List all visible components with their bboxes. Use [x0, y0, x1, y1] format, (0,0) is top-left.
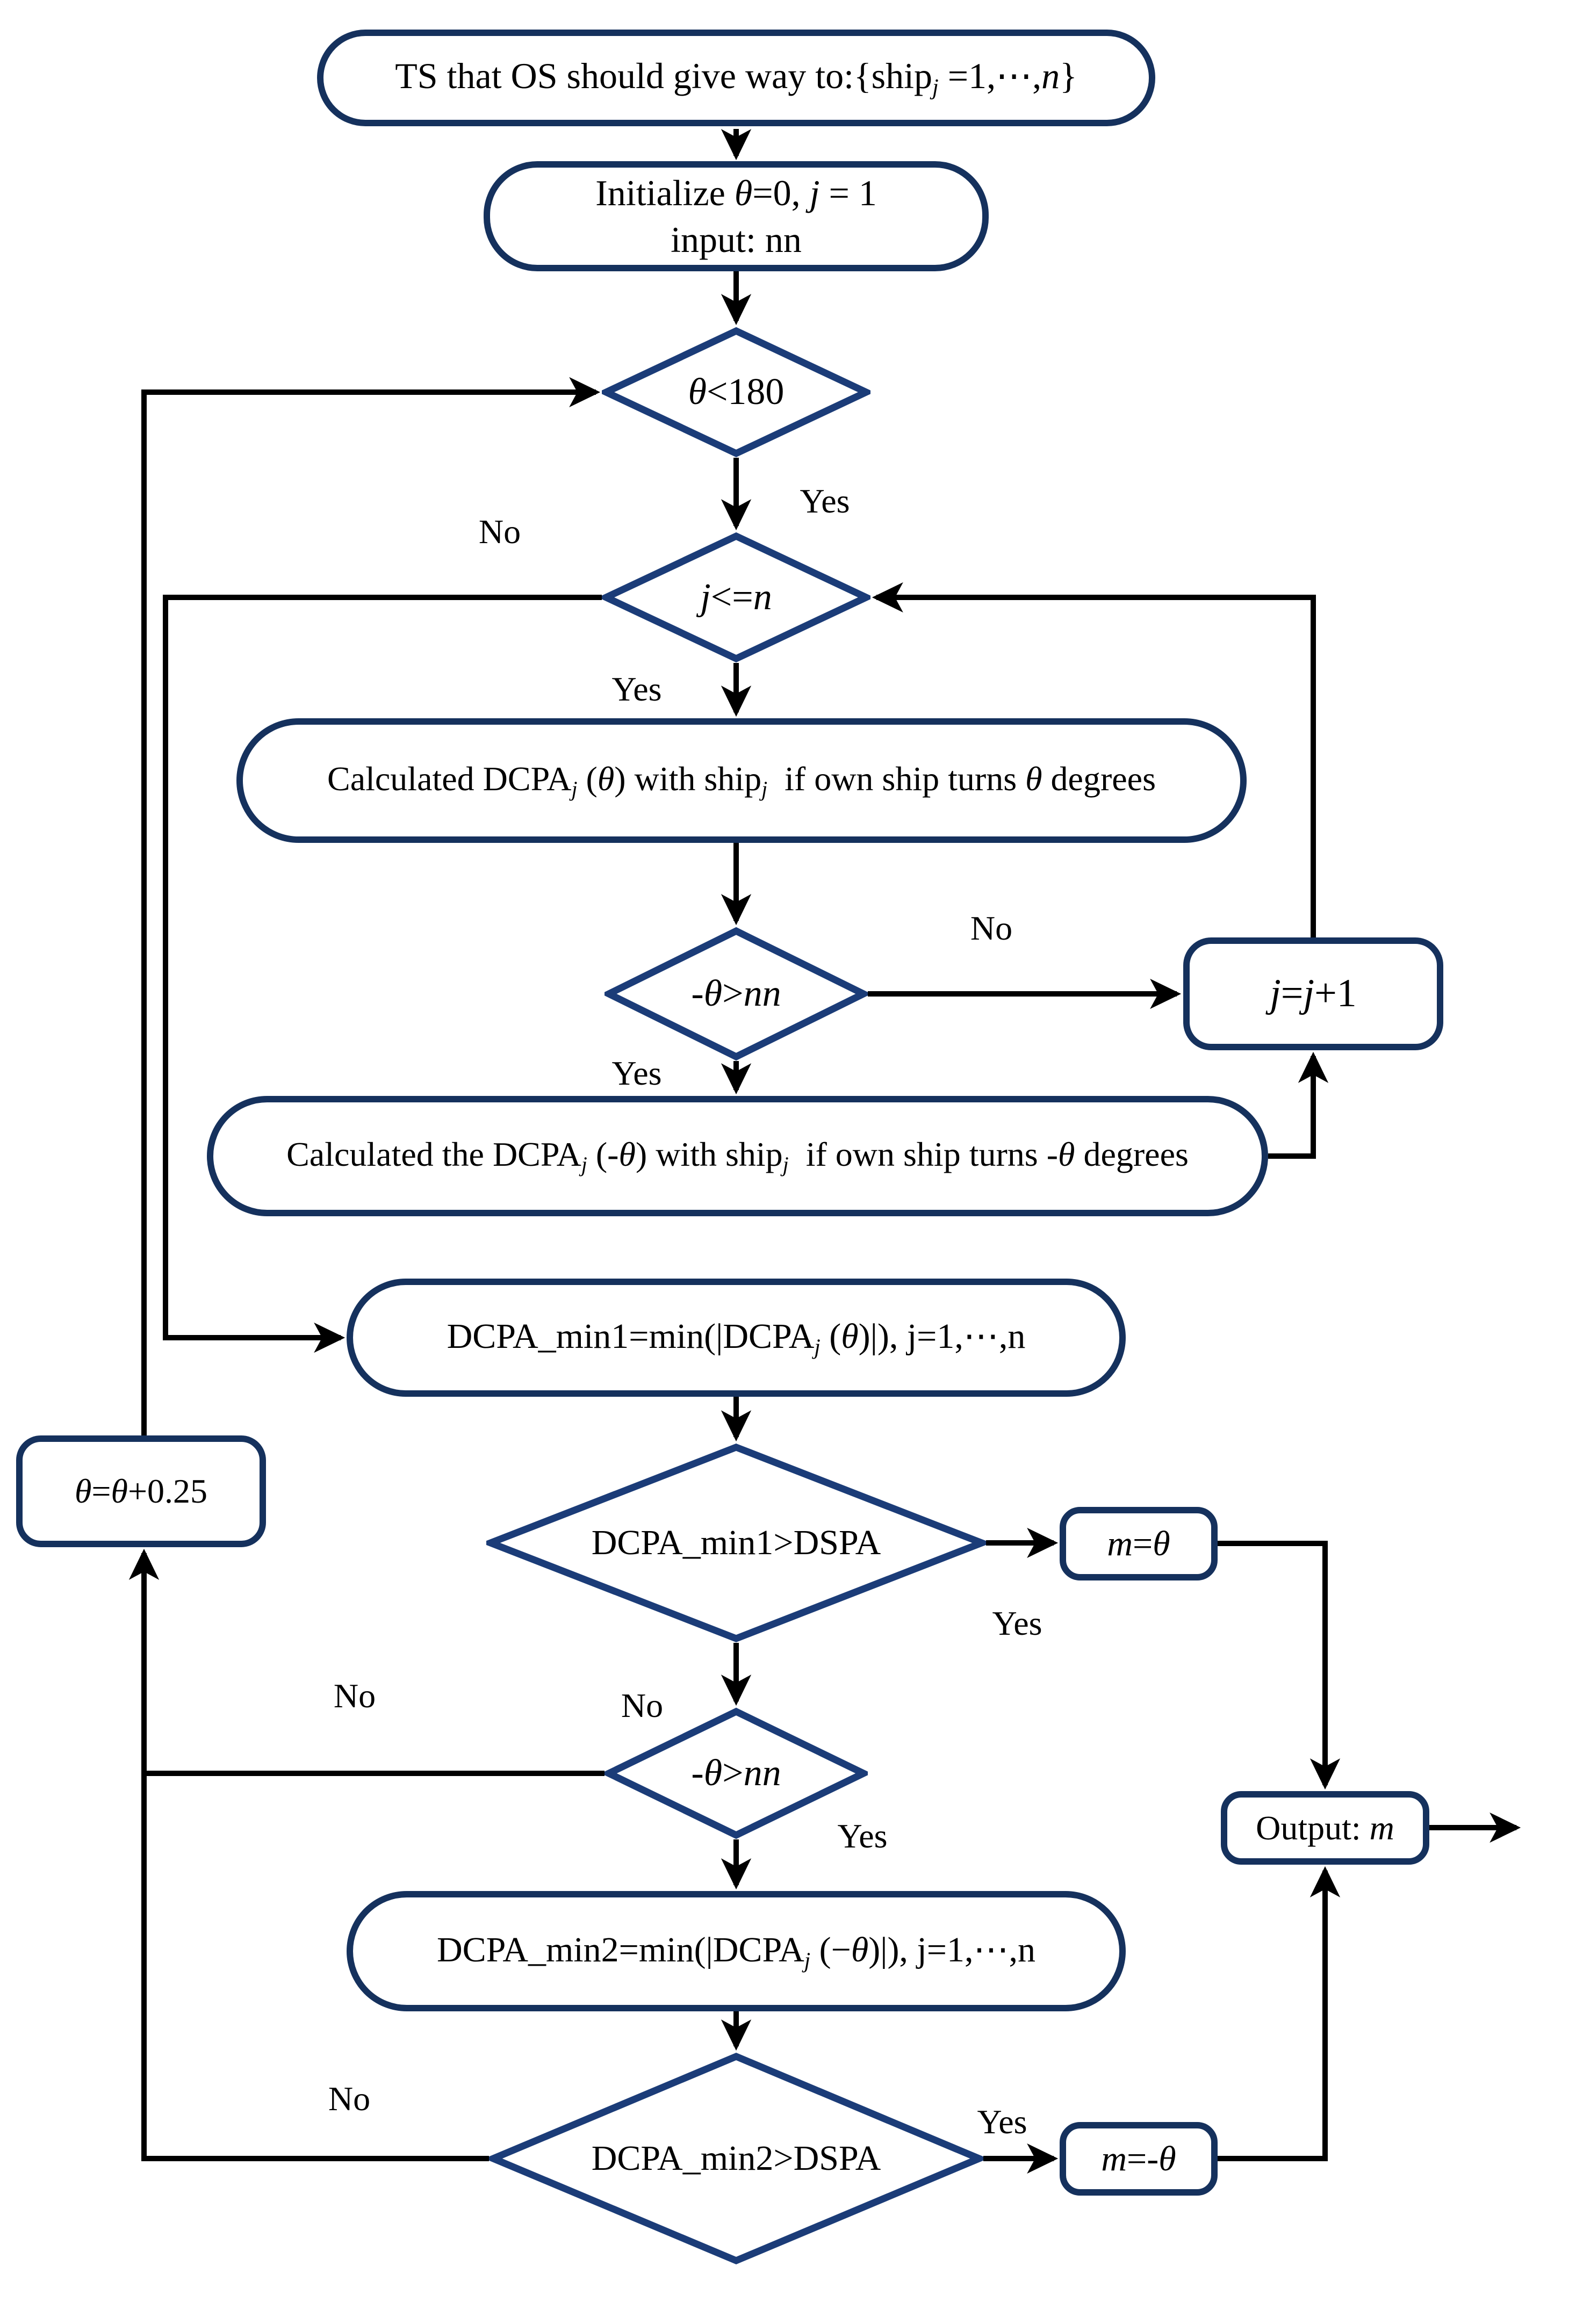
- decision-min1-gt-dspa-text: DCPA_min1>DSPA: [591, 1523, 881, 1563]
- decision-diamond-shape: [602, 327, 870, 458]
- node-calc-dcpa-negative: Calculated the DCPAj (-θ) with shipj if …: [207, 1096, 1268, 1216]
- decision-diamond-shape: [605, 927, 868, 1061]
- label-negtheta2-no: No: [333, 1677, 376, 1715]
- node-set-m-theta: m=θ: [1060, 1507, 1218, 1580]
- label-jlen-no: No: [478, 513, 521, 551]
- decision-negtheta-gt-nn-2: -θ>nn: [605, 1707, 868, 1839]
- node-set-m-neg-theta-text: m=-θ: [1101, 2139, 1176, 2178]
- label-jlen-yes: Yes: [611, 670, 662, 708]
- node-initialize-line1: Initialize θ=0, j = 1: [595, 172, 877, 214]
- edge-calc2-to-incj: [1268, 1051, 1329, 1159]
- node-initialize-line2: input: nn: [671, 219, 802, 260]
- node-initialize: Initialize θ=0, j = 1 input: nn: [484, 161, 989, 271]
- decision-diamond-shape: [489, 2052, 983, 2265]
- node-calc-dcpa-positive: Calculated DCPAj (θ) with shipj if own s…: [236, 718, 1247, 843]
- decision-diamond-shape: [602, 532, 870, 663]
- node-set-m-theta-text: m=θ: [1107, 1524, 1170, 1563]
- decision-theta-lt-180-text: θ<180: [688, 371, 785, 413]
- node-output-m-text: Output: m: [1256, 1808, 1394, 1847]
- decision-j-le-n-text: j<=n: [700, 576, 772, 618]
- edge-jlen-no-to-min1: [163, 595, 602, 1353]
- edge-inctheta-loop-to-theta180: [141, 377, 601, 1435]
- label-negtheta2-yes: Yes: [837, 1817, 888, 1855]
- label-min1dspa-yes: Yes: [992, 1604, 1042, 1642]
- node-increment-j: j=j+1: [1183, 937, 1443, 1050]
- decision-min2-gt-dspa: DCPA_min2>DSPA: [489, 2052, 983, 2265]
- label-min2dspa-yes: Yes: [977, 2103, 1027, 2141]
- decision-negtheta-gt-nn-2-text: -θ>nn: [691, 1752, 781, 1794]
- edge-mtheta-to-output: [1218, 1541, 1341, 1790]
- edge-mneg-to-output: [1218, 1866, 1341, 2161]
- label-min1dspa-no: No: [621, 1686, 664, 1724]
- node-set-m-neg-theta: m=-θ: [1060, 2122, 1218, 2196]
- label-negtheta1-yes: Yes: [611, 1054, 662, 1092]
- decision-j-le-n: j<=n: [602, 532, 870, 663]
- edge-incj-to-jlen: [872, 582, 1316, 937]
- node-dcpa-min2-text: DCPA_min2=min(|DCPAj (−θ)|), j=1,⋯,n: [437, 1930, 1035, 1973]
- decision-min2-gt-dspa-text: DCPA_min2>DSPA: [591, 2139, 881, 2178]
- node-calc-dcpa-positive-text: Calculated DCPAj (θ) with shipj if own s…: [327, 760, 1156, 802]
- node-increment-theta-text: θ=θ+0.25: [74, 1472, 208, 1511]
- decision-negtheta-gt-nn-1-text: -θ>nn: [691, 972, 781, 1014]
- decision-min1-gt-dspa: DCPA_min1>DSPA: [486, 1443, 986, 1643]
- decision-negtheta-gt-nn-1: -θ>nn: [605, 927, 868, 1061]
- node-start-terminator: TS that OS should give way to:{shipj =1,…: [317, 30, 1155, 126]
- edge-no-merge-to-inctheta: [128, 1548, 489, 2161]
- node-start-text: TS that OS should give way to:{shipj =1,…: [395, 55, 1077, 100]
- decision-theta-lt-180: θ<180: [602, 327, 870, 458]
- decision-diamond-shape: [486, 1444, 986, 1642]
- label-min2dspa-no: No: [328, 2080, 371, 2118]
- label-theta180-yes: Yes: [800, 482, 850, 520]
- node-dcpa-min1: DCPA_min1=min(|DCPAj (θ)|), j=1,⋯,n: [347, 1279, 1126, 1397]
- node-output-m: Output: m: [1221, 1791, 1429, 1865]
- node-calc-dcpa-negative-text: Calculated the DCPAj (-θ) with shipj if …: [286, 1135, 1189, 1177]
- node-dcpa-min2: DCPA_min2=min(|DCPAj (−θ)|), j=1,⋯,n: [347, 1891, 1126, 2011]
- node-dcpa-min1-text: DCPA_min1=min(|DCPAj (θ)|), j=1,⋯,n: [447, 1316, 1026, 1359]
- node-increment-theta: θ=θ+0.25: [16, 1435, 266, 1547]
- decision-diamond-shape: [605, 1707, 868, 1839]
- node-increment-j-text: j=j+1: [1270, 971, 1357, 1016]
- label-negtheta1-no: No: [970, 909, 1013, 947]
